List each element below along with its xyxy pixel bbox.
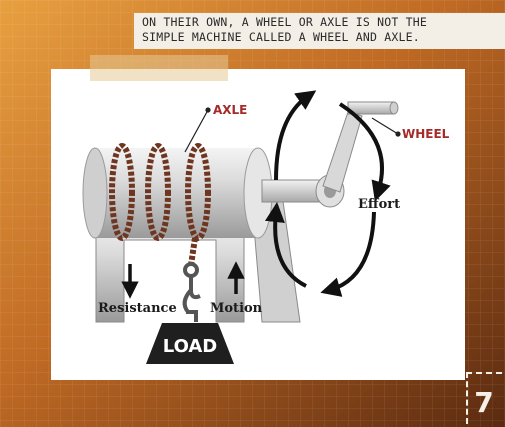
effort-arrow-lower-left: [264, 202, 307, 288]
effort-arrow-lower: [320, 211, 376, 297]
rotation-arrows: [264, 90, 391, 297]
load-label: LOAD: [163, 336, 218, 357]
page-number-frame: [466, 372, 502, 424]
axle-cylinder: [82, 147, 273, 239]
effort-label: Effort: [358, 197, 400, 212]
page-number: 7: [474, 386, 494, 419]
load-weight: LOAD: [146, 323, 234, 364]
motion-label: Motion: [210, 301, 263, 316]
crank-handle: [322, 101, 399, 193]
hook: [182, 262, 201, 322]
axle-label: AXLE: [213, 103, 247, 117]
effort-arrow-upper-left: [274, 90, 317, 181]
caption-line-1: ON THEIR OWN, A WHEEL OR AXLE IS NOT THE: [142, 15, 427, 29]
caption-line-2: SIMPLE MACHINE CALLED A WHEEL AND AXLE.: [142, 30, 420, 44]
tape-strip: [90, 55, 228, 81]
wheel-label: WHEEL: [402, 127, 450, 141]
leader-lines: [184, 107, 401, 153]
hanging-rope: [188, 237, 198, 266]
rope-coils: [109, 143, 211, 241]
caption-box: ON THEIR OWN, A WHEEL OR AXLE IS NOT THE…: [134, 13, 505, 49]
force-arrows: [121, 261, 245, 299]
resistance-label: Resistance: [98, 301, 177, 316]
effort-arrow-right: [338, 102, 391, 202]
